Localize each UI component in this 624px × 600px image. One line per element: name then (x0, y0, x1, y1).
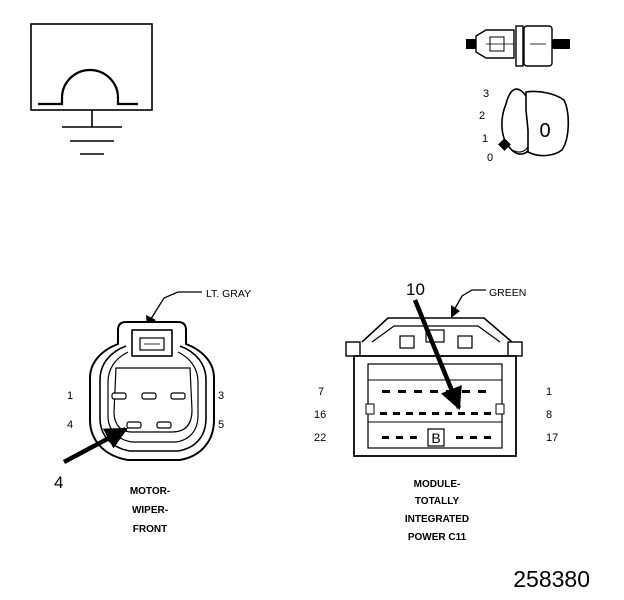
plug-connector-icon (466, 25, 570, 67)
module-caption-line-3: INTEGRATED (405, 514, 469, 525)
motor-pin-label-bottom-right: 5 (218, 419, 224, 431)
ohmmeter-icon (30, 23, 153, 155)
module-caption-line-1: MODULE- (414, 479, 461, 490)
module-pointer-arrow (412, 299, 462, 411)
ignition-switch-icon: 0 3 2 1 0 (479, 88, 570, 164)
module-key-letter: B (431, 430, 440, 446)
module-caption-line-4: POWER C11 (408, 532, 467, 543)
module-pin-label-row2-left: 16 (314, 409, 326, 421)
module-pin-label-row3-right: 17 (546, 432, 558, 444)
motor-pin-5-terminal (156, 421, 172, 429)
switch-position-0: 0 (487, 152, 493, 164)
module-connector-color-label: GREEN (489, 287, 526, 299)
motor-pointer-label: 4 (54, 473, 63, 492)
motor-pin-3-terminal (170, 392, 186, 400)
key-position-label: 0 (539, 120, 550, 142)
module-caption-line-2: TOTALLY (415, 496, 460, 507)
motor-caption-line-1: MOTOR- (130, 486, 170, 497)
motor-caption-line-2: WIPER- (132, 505, 168, 516)
motor-pointer-arrow (62, 427, 128, 464)
motor-pin-4-terminal (126, 421, 142, 429)
switch-position-2: 2 (479, 110, 485, 122)
module-pin-label-row2-right: 8 (546, 409, 552, 421)
motor-wiper-connector: LT. GRAY 1 3 4 5 4 MOTOR- WIPER- FRONT (54, 288, 251, 535)
motor-pin-label-bottom-left: 4 (67, 419, 73, 431)
switch-position-1: 1 (482, 133, 488, 145)
figure-number: 258380 (513, 566, 590, 592)
switch-position-3: 3 (483, 88, 489, 100)
module-pin-label-row3-left: 22 (314, 432, 326, 444)
module-pin-10-terminal (458, 412, 465, 415)
motor-caption-line-3: FRONT (133, 524, 167, 535)
motor-pin-label-top-left: 1 (67, 390, 73, 402)
module-connector: GREEN (314, 280, 558, 543)
motor-connector-color-label: LT. GRAY (206, 288, 251, 300)
motor-pin-2-terminal (141, 392, 157, 400)
module-pin-label-row1-left: 7 (318, 386, 324, 398)
motor-pin-label-top-right: 3 (218, 390, 224, 402)
module-pointer-label: 10 (406, 280, 425, 299)
motor-pin-1-terminal (111, 392, 127, 400)
module-pin-label-row1-right: 1 (546, 386, 552, 398)
